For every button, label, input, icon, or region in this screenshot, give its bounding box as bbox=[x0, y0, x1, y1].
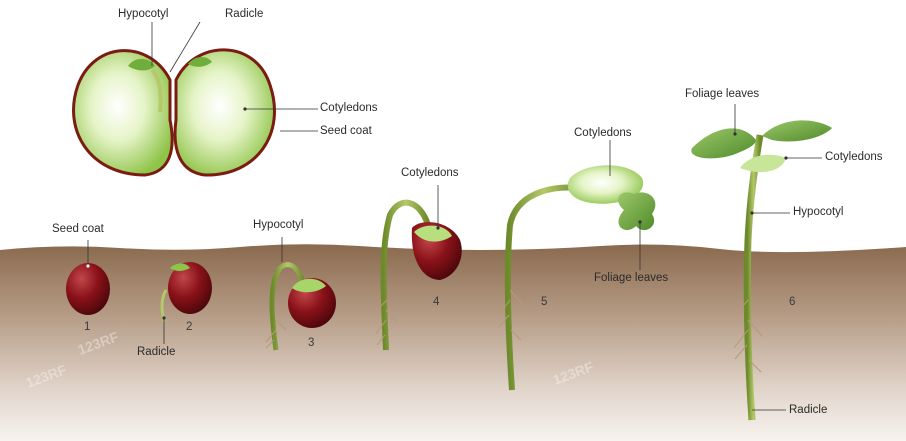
stage-number-6: 6 bbox=[789, 297, 795, 309]
stage-number-5: 5 bbox=[541, 297, 547, 309]
label-radicle-stage6: Radicle bbox=[789, 405, 827, 417]
label-hypocotyl-top: Hypocotyl bbox=[118, 9, 169, 21]
label-radicle-stage2: Radicle bbox=[137, 347, 175, 359]
watermark-text: 123RF bbox=[296, 163, 341, 193]
label-seed-coat-stage1: Seed coat bbox=[52, 224, 104, 236]
cotyledon-right bbox=[175, 50, 274, 175]
cotyledon-left bbox=[74, 51, 173, 175]
label-foliage-leaves-stage5: Foliage leaves bbox=[594, 273, 668, 285]
label-hypocotyl-stage3: Hypocotyl bbox=[253, 220, 304, 232]
label-hypocotyl-stage6: Hypocotyl bbox=[793, 207, 844, 219]
stage-number-4: 4 bbox=[433, 297, 439, 309]
label-cotyledons-stage4: Cotyledons bbox=[401, 168, 459, 180]
opened-seed bbox=[74, 50, 275, 175]
label-seed-coat-top: Seed coat bbox=[320, 126, 372, 138]
label-foliage-leaves-stage6: Foliage leaves bbox=[685, 89, 759, 101]
soil bbox=[0, 244, 906, 441]
stage-number-2: 2 bbox=[186, 322, 192, 334]
label-cotyledons-stage5: Cotyledons bbox=[574, 128, 632, 140]
label-cotyledons-top: Cotyledons bbox=[320, 103, 378, 115]
label-radicle-top: Radicle bbox=[225, 9, 263, 21]
stage-number-3: 3 bbox=[308, 338, 314, 350]
label-cotyledons-stage6: Cotyledons bbox=[825, 152, 883, 164]
stage-number-1: 1 bbox=[84, 322, 90, 334]
